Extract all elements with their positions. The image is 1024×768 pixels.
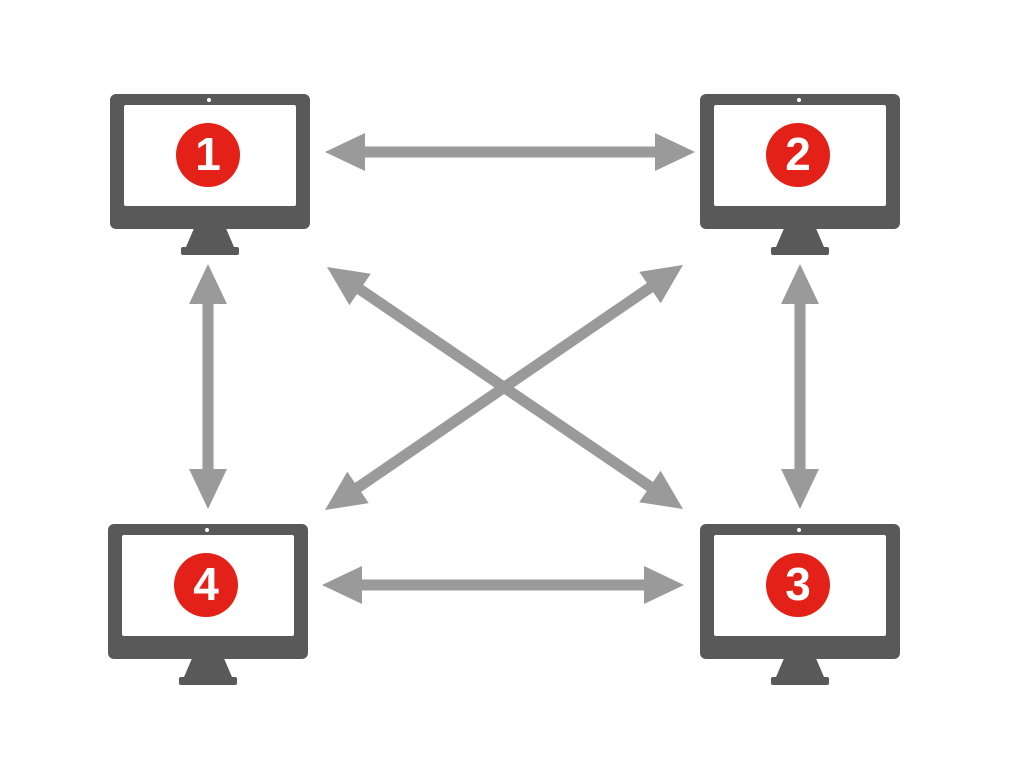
node-number-badge: 2 — [766, 123, 830, 187]
node-number: 1 — [195, 128, 221, 180]
monitor-stand-base — [181, 247, 239, 255]
monitor-bezel: 3 — [700, 524, 900, 659]
camera-dot-icon — [205, 528, 209, 532]
node-number: 4 — [193, 558, 219, 610]
arrow-2-3 — [781, 264, 819, 509]
computer-3: 3 — [700, 524, 900, 686]
monitor-stand-neck — [776, 658, 824, 677]
computer-4: 4 — [108, 524, 308, 686]
arrow-1-4 — [189, 264, 227, 509]
monitor-bezel: 1 — [110, 94, 310, 229]
monitor-stand-neck — [776, 228, 824, 247]
node-number-badge: 3 — [766, 553, 830, 617]
monitor-stand-neck — [186, 228, 234, 247]
monitor-stand-base — [771, 677, 829, 685]
monitor-stand-base — [179, 677, 237, 685]
node-number-badge: 4 — [174, 553, 238, 617]
monitor-stand-base — [771, 247, 829, 255]
monitor-stand-neck — [184, 658, 232, 677]
computer-1: 1 — [110, 94, 310, 256]
camera-dot-icon — [207, 98, 211, 102]
monitor-bezel: 4 — [108, 524, 308, 659]
monitor-bezel: 2 — [700, 94, 900, 229]
computer-2: 2 — [700, 94, 900, 256]
node-number: 2 — [785, 128, 811, 180]
arrow-1-2 — [325, 133, 695, 171]
camera-dot-icon — [797, 98, 801, 102]
arrow-2-4 — [325, 265, 683, 510]
node-number-badge: 1 — [176, 123, 240, 187]
node-number: 3 — [785, 558, 811, 610]
camera-dot-icon — [797, 528, 801, 532]
arrow-4-3 — [322, 566, 684, 604]
